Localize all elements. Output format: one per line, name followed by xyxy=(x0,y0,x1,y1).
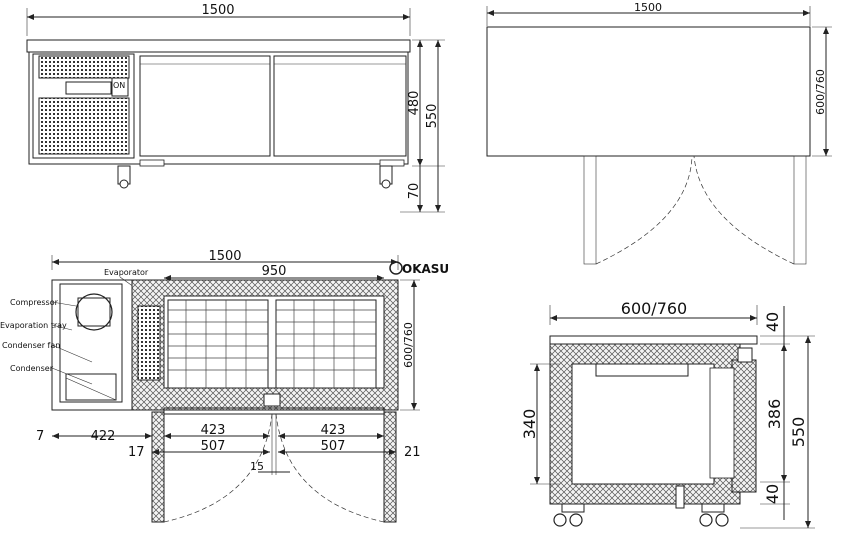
front-width-label: 1500 xyxy=(201,3,234,18)
okasu-logo: OKASU xyxy=(389,261,449,276)
door-1-width-label: 507 xyxy=(201,439,226,454)
caster-right xyxy=(699,503,729,527)
evaporator-coil xyxy=(137,305,161,381)
caster-left xyxy=(553,503,585,527)
side-drawer-height-label: 386 xyxy=(765,399,784,430)
front-leg-height-label: 70 xyxy=(407,183,422,200)
compressor-section-label: 422 xyxy=(91,429,116,444)
compressor-icon xyxy=(75,293,113,331)
vent-grille-top xyxy=(38,55,130,79)
plan-view: 1500 950 Evaporator OKASU xyxy=(0,249,449,523)
svg-text:ON: ON xyxy=(113,81,125,90)
evaporation-tray-label: Evaporation tray xyxy=(0,321,67,330)
side-bottom-thickness-label: 40 xyxy=(763,484,782,504)
side-depth-label: 600/760 xyxy=(621,299,687,318)
side-inner-height-label: 340 xyxy=(520,409,539,440)
evaporator-label: Evaporator xyxy=(104,268,149,277)
front-total-height-label: 550 xyxy=(425,104,440,129)
condenser-label: Condenser xyxy=(10,364,54,373)
top-view: 1500 600/760 xyxy=(486,1,832,265)
front-body-height-label: 480 xyxy=(407,91,422,116)
offset-17-label: 17 xyxy=(128,445,145,460)
top-width-label: 1500 xyxy=(634,1,662,14)
condenser-fan-label: Condenser fan xyxy=(2,341,60,350)
offset-left-label: 7 xyxy=(36,429,44,444)
compressor-label: Compressor xyxy=(10,298,59,307)
center-gap-label: 15 xyxy=(250,460,264,473)
drawer-2-width-label: 423 xyxy=(321,423,346,438)
plan-inner-width-label: 950 xyxy=(262,264,287,279)
door-2-width-label: 507 xyxy=(321,439,346,454)
top-depth-label: 600/760 xyxy=(814,69,827,115)
svg-text:OKASU: OKASU xyxy=(402,262,449,276)
side-total-height-label: 550 xyxy=(789,417,808,448)
vent-grille-bottom xyxy=(38,97,130,155)
offset-21-label: 21 xyxy=(404,445,421,460)
side-top-thickness-label: 40 xyxy=(763,312,782,332)
front-view: 1500 ON 480 550 7 xyxy=(26,3,445,213)
plan-depth-label: 600/760 xyxy=(402,322,415,368)
drawer-1-width-label: 423 xyxy=(201,423,226,438)
side-view: 600/760 340 xyxy=(520,299,815,529)
plan-width-label: 1500 xyxy=(208,249,241,264)
